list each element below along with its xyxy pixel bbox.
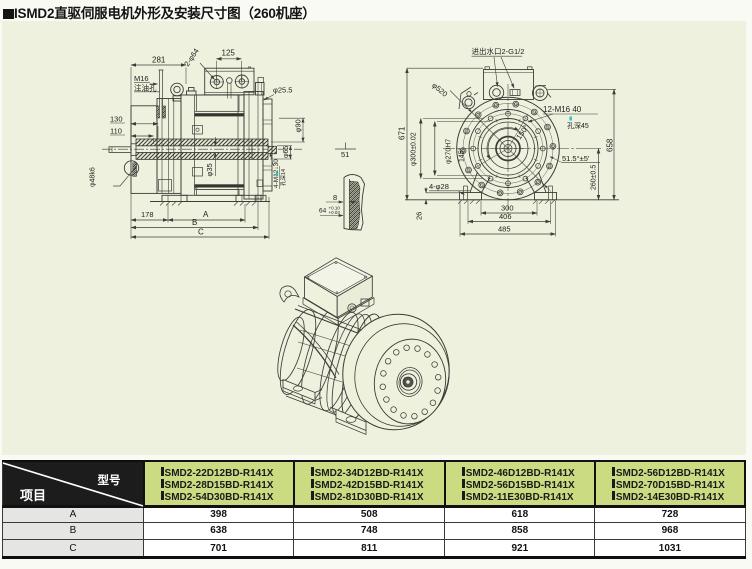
svg-text:φ65: φ65 xyxy=(283,146,290,158)
svg-text:φ48k6: φ48k6 xyxy=(90,167,97,187)
svg-text:281: 281 xyxy=(152,56,166,65)
svg-text:110: 110 xyxy=(110,127,122,136)
svg-text:φ300±0.02: φ300±0.02 xyxy=(411,132,418,166)
svg-text:51.5°±5′: 51.5°±5′ xyxy=(562,154,590,163)
svg-text:125: 125 xyxy=(222,49,236,58)
svg-text:C: C xyxy=(198,228,204,237)
svg-text:51: 51 xyxy=(341,150,349,159)
svg-text:64: 64 xyxy=(319,208,327,215)
svg-text:130: 130 xyxy=(110,115,123,124)
svg-text:+0.03: +0.03 xyxy=(329,210,341,215)
svg-text:+0.10: +0.10 xyxy=(329,206,341,211)
svg-text:孔深14: 孔深14 xyxy=(279,169,287,186)
svg-text:406: 406 xyxy=(499,212,512,221)
svg-text:M16: M16 xyxy=(134,74,149,83)
svg-text:26: 26 xyxy=(415,212,424,220)
svg-text:671: 671 xyxy=(398,126,407,140)
svg-text:φ90: φ90 xyxy=(294,119,303,132)
svg-text:φ270H7: φ270H7 xyxy=(446,139,453,164)
svg-text:8: 8 xyxy=(333,193,337,202)
svg-text:658: 658 xyxy=(606,138,615,152)
svg-text:485: 485 xyxy=(498,225,511,234)
svg-text:孔深45: 孔深45 xyxy=(567,121,589,130)
svg-text:B: B xyxy=(192,218,197,227)
svg-text:φ520: φ520 xyxy=(430,81,449,99)
svg-text:φ25.5: φ25.5 xyxy=(273,86,292,95)
svg-text:300: 300 xyxy=(501,204,514,213)
svg-text:进出水口2-G1/2: 进出水口2-G1/2 xyxy=(472,46,525,56)
svg-text:260±0.5: 260±0.5 xyxy=(591,165,598,190)
svg-text:φ35: φ35 xyxy=(205,163,214,176)
svg-text:145°: 145° xyxy=(458,147,466,162)
svg-text:4-φ28: 4-φ28 xyxy=(429,182,449,191)
svg-text:178: 178 xyxy=(141,210,154,219)
svg-text:12-M16 40: 12-M16 40 xyxy=(543,105,582,114)
svg-text:2-φ64: 2-φ64 xyxy=(182,47,201,69)
svg-text:A: A xyxy=(203,210,209,219)
svg-text:注油孔: 注油孔 xyxy=(134,83,157,93)
